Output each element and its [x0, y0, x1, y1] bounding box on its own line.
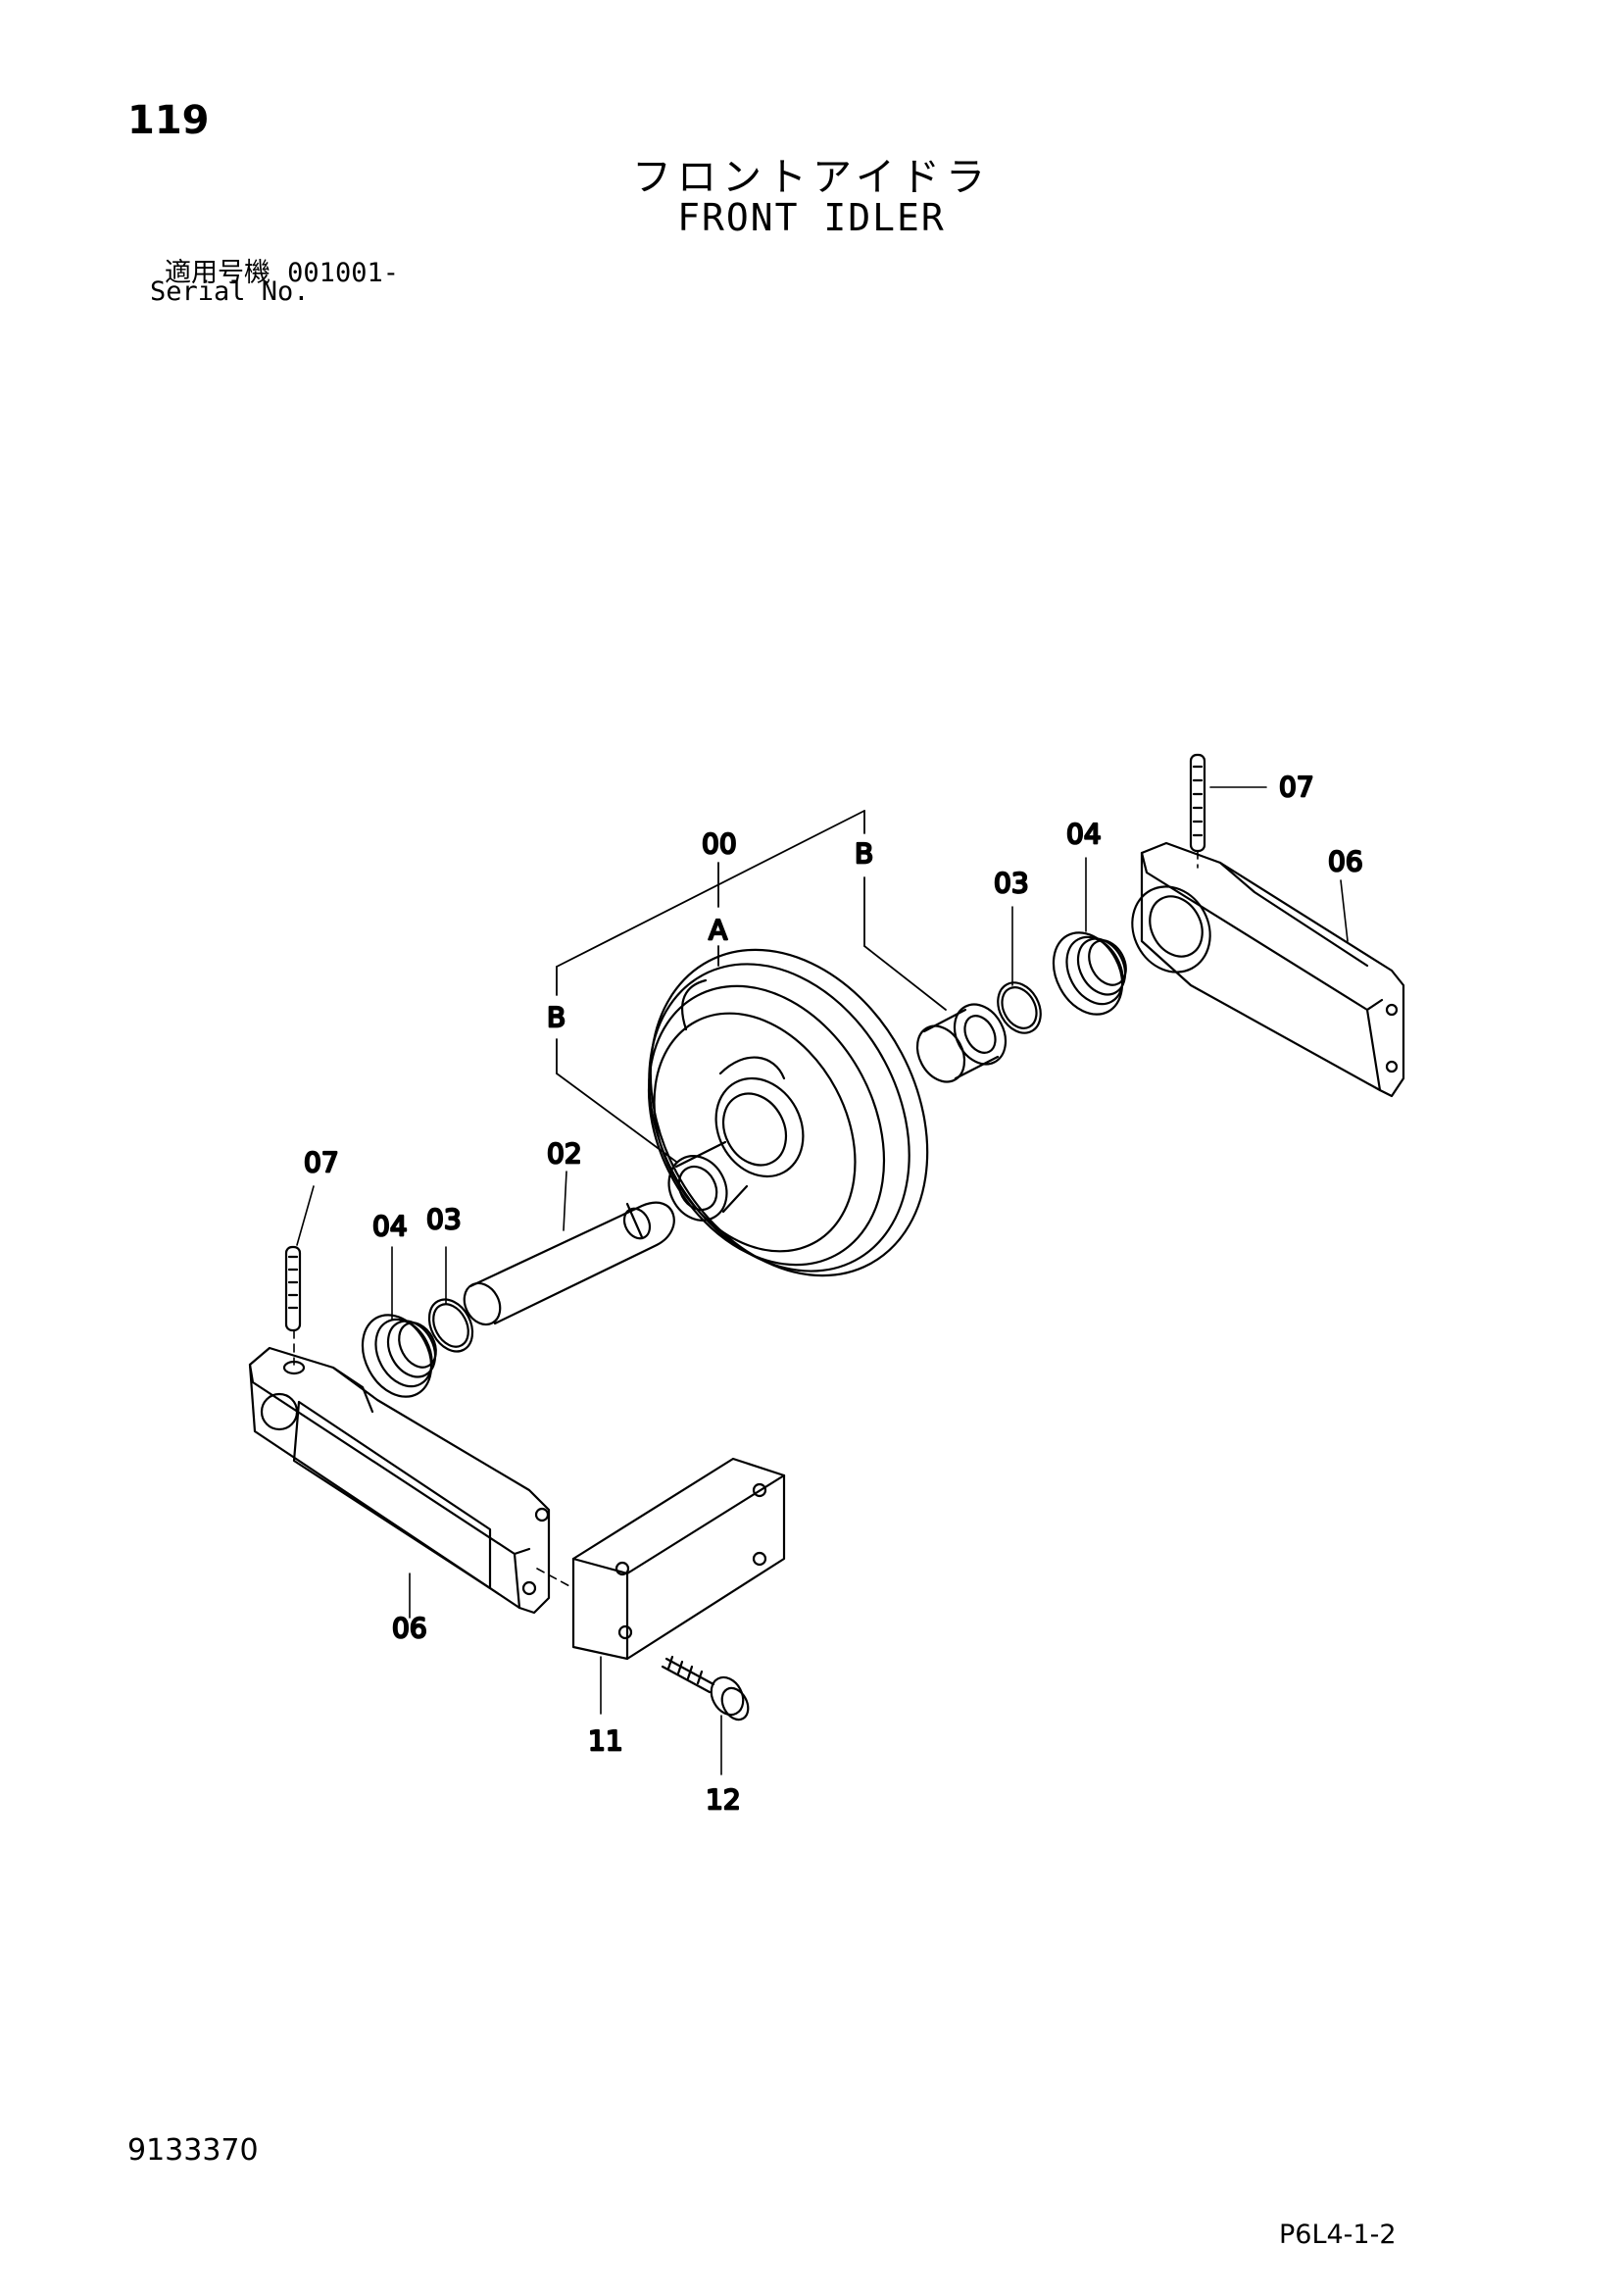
pin-right	[1189, 753, 1206, 853]
callout-07-right: 07	[1279, 771, 1314, 803]
callout-03-left: 03	[426, 1203, 462, 1235]
bolt	[661, 1655, 750, 1722]
serial-label-japanese: 適用号機	[165, 258, 270, 288]
bushing-left	[667, 1140, 749, 1222]
o-ring-left	[427, 1298, 474, 1353]
callout-04-right: 04	[1066, 818, 1102, 850]
title-english: FRONT IDLER	[677, 196, 946, 239]
callout-B-left: B	[547, 1001, 566, 1033]
serial-value: 001001-	[287, 258, 399, 288]
callout-03-right: 03	[994, 867, 1029, 899]
callout-02: 02	[547, 1137, 582, 1170]
callout-00: 00	[702, 827, 737, 860]
leader-lines	[296, 786, 1349, 1775]
seal-left	[361, 1314, 437, 1398]
idler-wheel	[647, 948, 929, 1277]
o-ring-right	[997, 981, 1042, 1034]
assembly-dashed-lines	[293, 850, 1199, 1589]
page-code: P6L4-1-2	[1279, 2220, 1397, 2250]
callout-11: 11	[588, 1724, 623, 1757]
guard-block	[571, 1457, 786, 1661]
shaft	[463, 1201, 675, 1326]
seal-right	[1052, 931, 1127, 1016]
callout-07-left: 07	[304, 1146, 339, 1178]
support-arm-right	[1131, 841, 1405, 1098]
assembly-bracket-lines	[556, 810, 947, 1163]
serial-label-english: Serial No.	[150, 276, 310, 307]
callout-06-right: 06	[1328, 845, 1363, 877]
pin-left	[284, 1245, 302, 1332]
callout-04-left: 04	[372, 1210, 408, 1242]
serial-line: 適用号機 001001-	[165, 251, 399, 289]
bushing-right	[915, 1003, 1008, 1083]
document-number: 9133370	[127, 2133, 259, 2168]
callout-12: 12	[706, 1783, 741, 1816]
callout-A: A	[709, 914, 727, 946]
page-number: 119	[127, 98, 210, 143]
title-japanese: フロントアイドラ	[632, 155, 991, 200]
callout-B-right: B	[855, 837, 873, 870]
callout-06-left: 06	[392, 1612, 427, 1644]
support-arm-left	[248, 1346, 551, 1615]
